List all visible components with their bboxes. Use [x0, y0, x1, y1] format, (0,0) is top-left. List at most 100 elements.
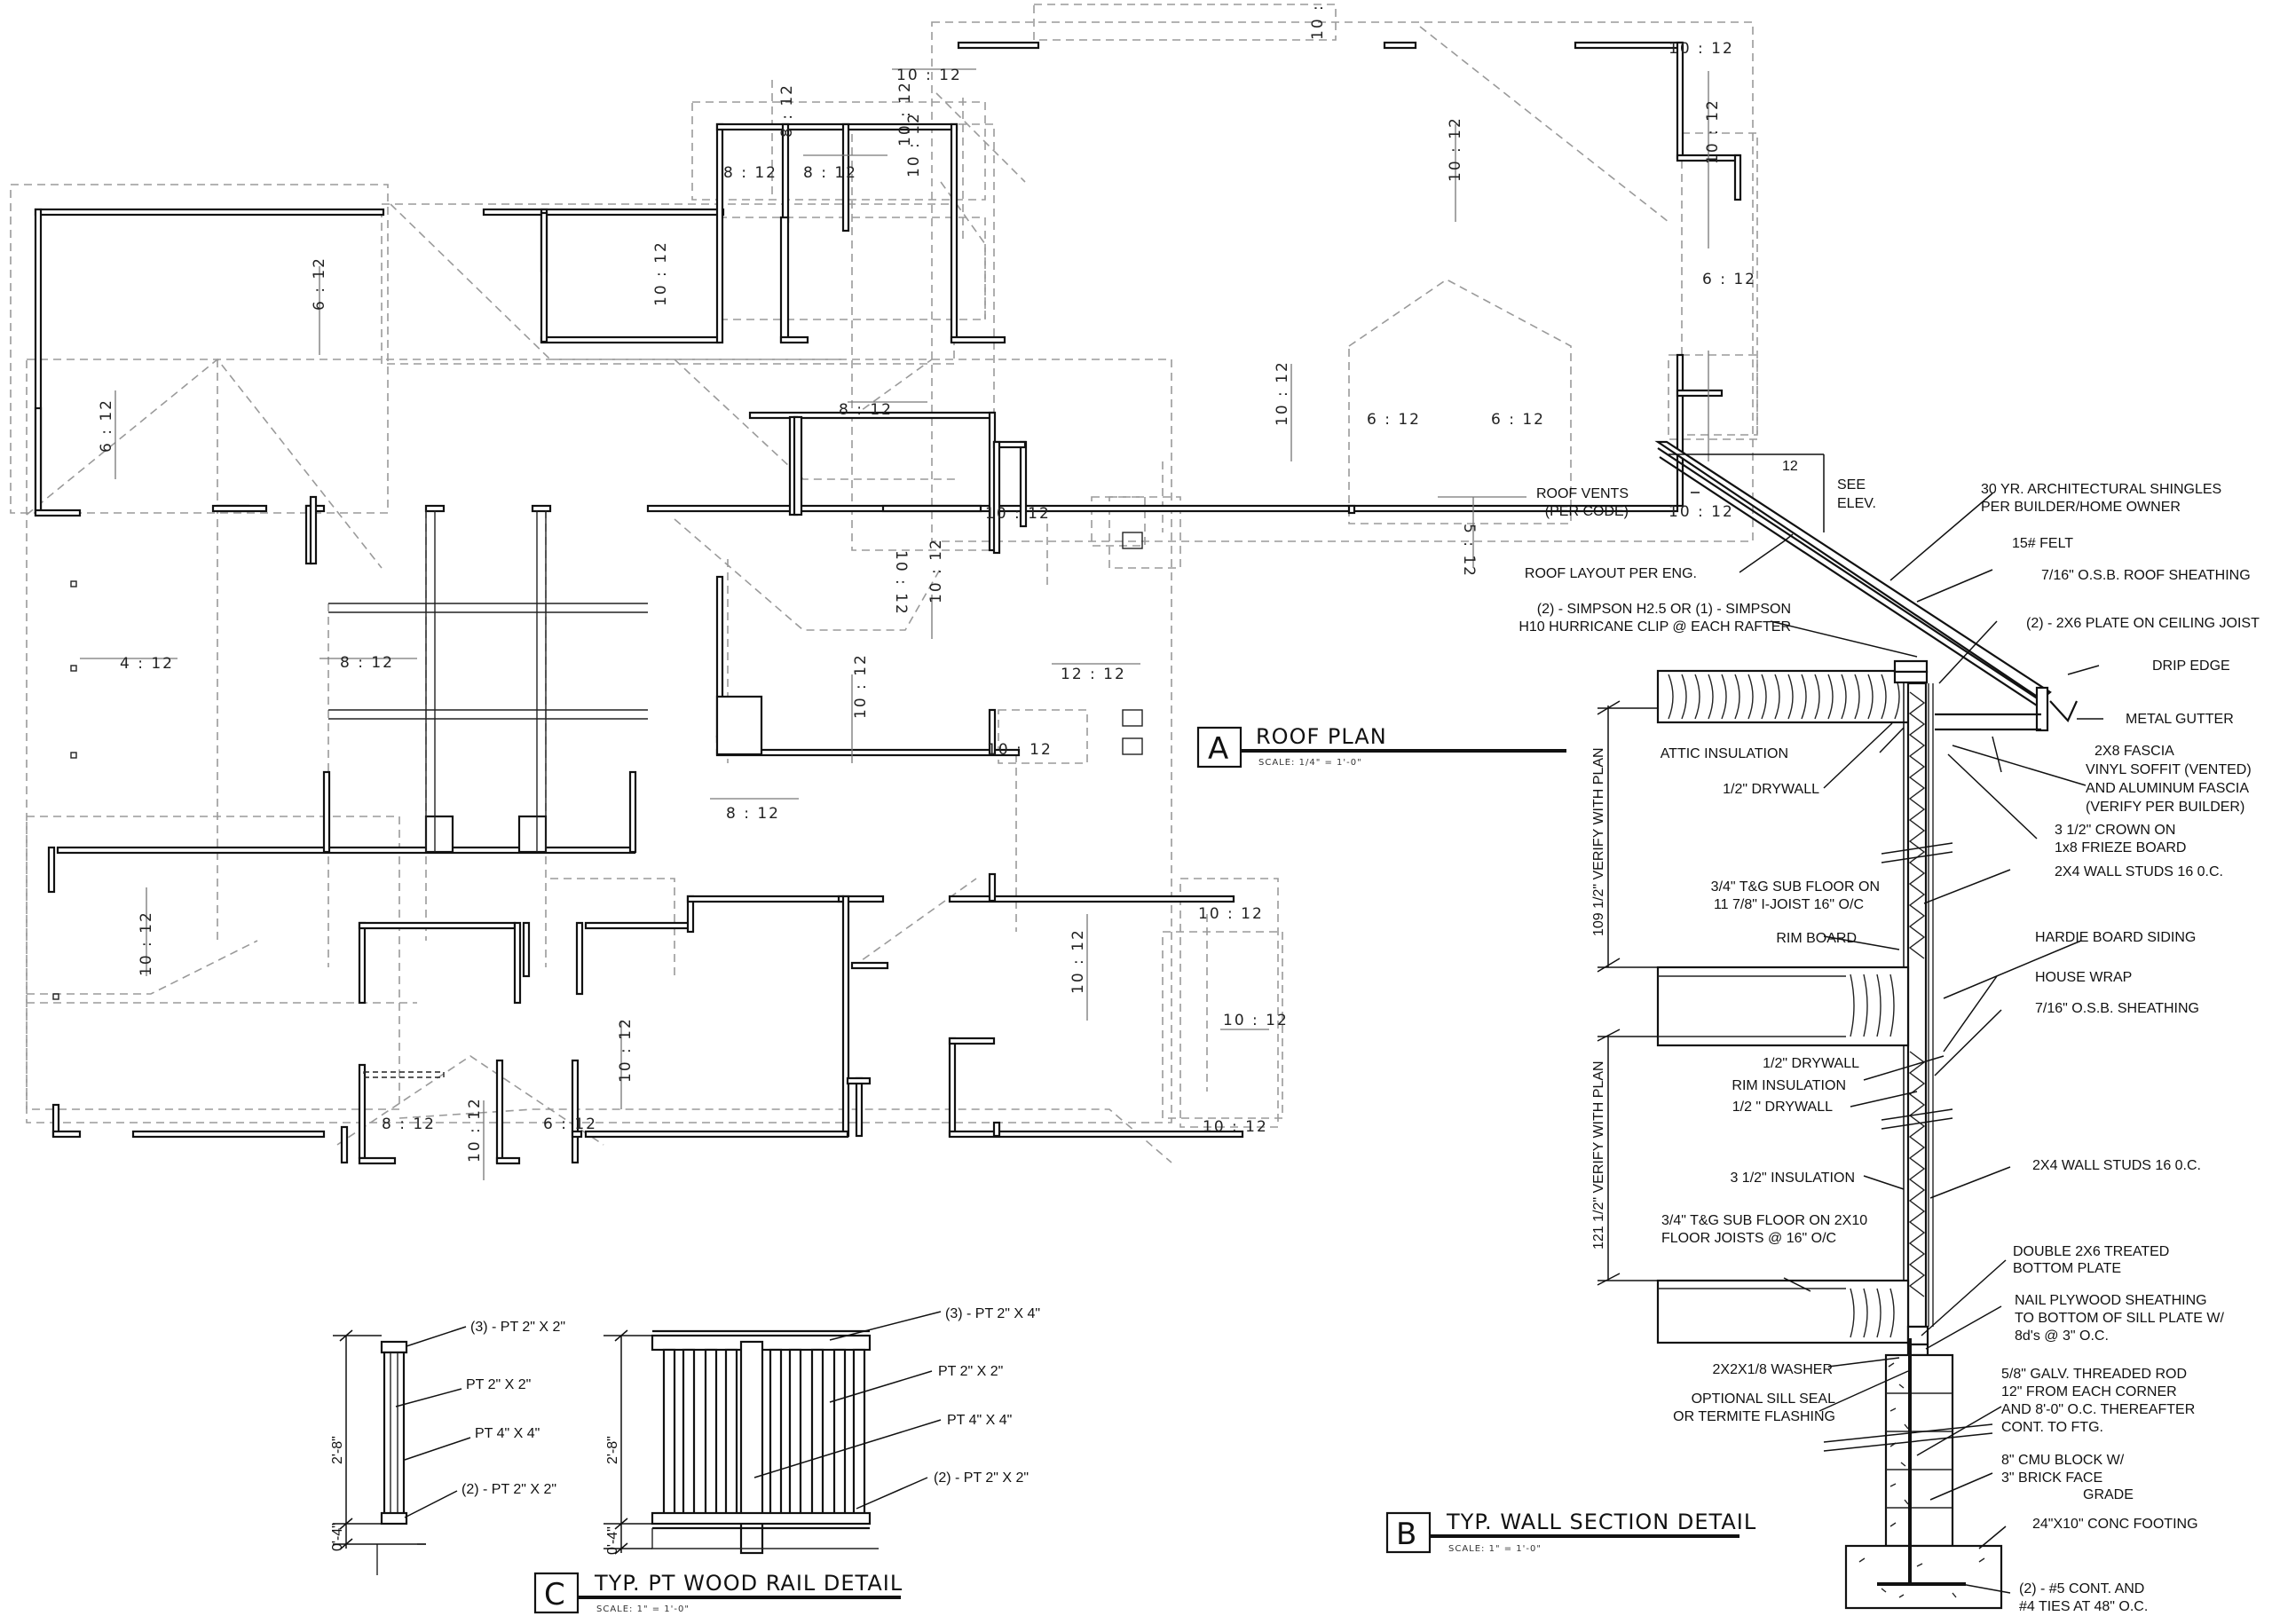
rail-section-note-1: (3) - PT 2" X 2" [470, 1320, 565, 1335]
note-cmu-1: 8" CMU BLOCK W/ [2001, 1453, 2125, 1468]
see-elev-line-1: SEE [1837, 477, 1866, 493]
note-drywall-3: 1/2 " DRYWALL [1732, 1100, 1833, 1115]
note-crown-2: 1x8 FRIEZE BOARD [2055, 840, 2186, 855]
wall-section-scale: SCALE: 1" = 1'-0" [1448, 1544, 1542, 1554]
note-roof-vents-1: ROOF VENTS [1536, 486, 1629, 501]
dim-upper: 109 1/2" VERIFY WITH PLAN [1591, 747, 1606, 936]
pitch-label: 10 : 12 [896, 67, 962, 84]
pitch-label: 10 : 12 [1274, 360, 1291, 426]
note-subfloor-2-1: 3/4" T&G SUB FLOOR ON 2X10 [1661, 1213, 1867, 1228]
roof-plan: 10 : 12 10 : 12 10 : 12 10 : 12 10 : 12 … [10, 0, 1758, 1180]
pitch-label: 10 : 12 [896, 81, 914, 146]
note-rod-4: CONT. TO FTG. [2001, 1420, 2103, 1435]
note-rod-2: 12" FROM EACH CORNER [2001, 1384, 2177, 1399]
note-simpson-1: (2) - SIMPSON H2.5 OR (1) - SIMPSON [1537, 602, 1791, 617]
pitch-label: 8 : 12 [340, 654, 394, 672]
roof-plan-walls [34, 41, 1742, 1165]
pitch-label: 10 : 12 [138, 911, 155, 976]
rail-detail: 2'-8" 0'-4" (3) - PT 2" X 2" PT 2" X 2" … [330, 1306, 1040, 1614]
pitch-label: 8 : 12 [778, 83, 796, 138]
rail-elev-dim-height: 2'-8" [605, 1436, 620, 1464]
note-bottom-plate-1: DOUBLE 2X6 TREATED [2013, 1244, 2169, 1259]
pitch-label: 10 : 12 [1668, 40, 1734, 58]
pitch-label: 4 : 12 [120, 655, 174, 673]
note-insulation: 3 1/2" INSULATION [1730, 1171, 1855, 1186]
pitch-label: 10 : 12 [1223, 1012, 1289, 1029]
slope-arrows [80, 68, 1709, 1180]
note-plate: (2) - 2X6 PLATE ON CEILING JOIST [2026, 616, 2260, 631]
rail-elev-note-1: (3) - PT 2" X 4" [945, 1306, 1040, 1321]
pitch-label: 6 : 12 [98, 398, 115, 453]
foundation [1844, 1338, 2003, 1610]
note-grade: GRADE [2083, 1487, 2134, 1502]
pitch-label: 8 : 12 [839, 401, 893, 419]
note-siding: HARDIE BOARD SIDING [2035, 930, 2196, 945]
note-rod-3: AND 8'-0" O.C. THEREAFTER [2001, 1402, 2195, 1417]
pitch-label: 6 : 12 [1491, 411, 1545, 429]
note-shingles-2: PER BUILDER/HOME OWNER [1981, 500, 2181, 515]
rail-section-note-3: PT 4" X 4" [475, 1426, 540, 1441]
note-osb-sheathing: 7/16" O.S.B. SHEATHING [2035, 1001, 2199, 1016]
pitch-label: 8 : 12 [726, 805, 780, 823]
note-rim-board: RIM BOARD [1776, 931, 1857, 946]
rail-elev-note-4: (2) - PT 2" X 2" [934, 1470, 1029, 1486]
roof-plan-title: ROOF PLAN [1256, 724, 1387, 749]
rail-detail-title-block: C TYP. PT WOOD RAIL DETAIL SCALE: 1" = 1… [533, 1571, 903, 1614]
note-footing: 24"X10" CONC FOOTING [2032, 1517, 2198, 1532]
attic-area [1656, 659, 1929, 724]
note-washer: 2X2X1/8 WASHER [1713, 1362, 1833, 1377]
pitch-label: 12 : 12 [1061, 666, 1126, 683]
note-nail-3: 8d's @ 3" O.C. [2015, 1328, 2109, 1344]
pitch-label: 6 : 12 [1702, 271, 1756, 288]
pitch-label: 10 : 12 [985, 505, 1051, 523]
rail-elev-note-3: PT 4" X 4" [947, 1413, 1012, 1428]
wall-section-notes-left: ROOF VENTS (PER CODE) ROOF LAYOUT PER EN… [1519, 486, 1880, 1424]
wall-section-notes-right: 30 YR. ARCHITECTURAL SHINGLES PER BUILDE… [1981, 482, 2260, 1614]
rail-section-dim-base: 0'-4" [330, 1523, 345, 1551]
note-rebar-1: (2) - #5 CONT. AND [2019, 1581, 2144, 1596]
pitch-label: 8 : 12 [382, 1116, 436, 1133]
note-attic-insulation: ATTIC INSULATION [1661, 746, 1788, 761]
note-roof-vents-2: (PER CODE) [1545, 504, 1629, 519]
note-drywall-1: 1/2" DRYWALL [1723, 782, 1819, 797]
wall-section-letter: B [1396, 1517, 1416, 1552]
pitch-label: 10 : 12 [1203, 1118, 1268, 1136]
note-rebar-2: #4 TIES AT 48" O.C. [2019, 1599, 2148, 1614]
note-fascia-3: AND ALUMINUM FASCIA [2086, 781, 2249, 796]
note-drip-edge: DRIP EDGE [2152, 658, 2230, 674]
roof-assembly: 12 SEE ELEV. [1654, 440, 2079, 732]
rail-section-dim-height: 2'-8" [330, 1436, 345, 1464]
pitch-rise-label: 12 [1782, 459, 1798, 474]
pitch-label: 10 : 12 [1704, 99, 1722, 164]
rail-detail-title: TYP. PT WOOD RAIL DETAIL [594, 1571, 903, 1596]
note-shingles-1: 30 YR. ARCHITECTURAL SHINGLES [1981, 482, 2221, 497]
pitch-label: 10 : 12 [905, 112, 923, 177]
note-fascia-2: VINYL SOFFIT (VENTED) [2086, 762, 2252, 777]
pitch-label: 8 : 12 [723, 164, 777, 182]
note-nail-1: NAIL PLYWOOD SHEATHING [2015, 1293, 2207, 1308]
rail-elevation-view: 2'-8" 0'-4" (3) - PT 2" X 4" PT 2" X 2" … [604, 1306, 1040, 1555]
wall-section-dimensions: 109 1/2" VERIFY WITH PLAN 121 1/2" VERIF… [1591, 700, 1658, 1286]
wall-section-leaders [1691, 492, 2103, 1594]
pitch-label: 10 : 12 [987, 741, 1053, 759]
note-gutter: METAL GUTTER [2126, 712, 2234, 727]
note-bottom-plate-2: BOTTOM PLATE [2013, 1261, 2121, 1276]
lower-floor-system [1656, 1279, 1929, 1357]
wall-section-title: TYP. WALL SECTION DETAIL [1446, 1510, 1756, 1534]
pitch-label: 10 : 12 [466, 1097, 484, 1163]
roof-plan-title-block: A ROOF PLAN SCALE: 1/4" = 1'-0" [1196, 724, 1566, 769]
note-studs-1: 2X4 WALL STUDS 16 0.C. [2055, 864, 2223, 879]
rail-elev-note-2: PT 2" X 2" [938, 1364, 1003, 1379]
pitch-label: 5 : 12 [1460, 524, 1478, 578]
pitch-label: 10 : 12 [927, 538, 945, 603]
note-roof-sheathing: 7/16" O.S.B. ROOF SHEATHING [2041, 568, 2251, 583]
note-simpson-2: H10 HURRICANE CLIP @ EACH RAFTER [1519, 619, 1791, 635]
rail-section-note-2: PT 2" X 2" [466, 1377, 531, 1392]
rail-section-note-4: (2) - PT 2" X 2" [462, 1482, 556, 1497]
rail-section-view: 2'-8" 0'-4" (3) - PT 2" X 2" PT 2" X 2" … [330, 1320, 565, 1575]
pitch-label: 6 : 12 [1367, 411, 1421, 429]
note-sill-seal-1: OPTIONAL SILL SEAL [1692, 1391, 1836, 1407]
rail-elev-dim-base: 0'-4" [605, 1526, 620, 1555]
note-felt: 15# FELT [2012, 536, 2073, 551]
